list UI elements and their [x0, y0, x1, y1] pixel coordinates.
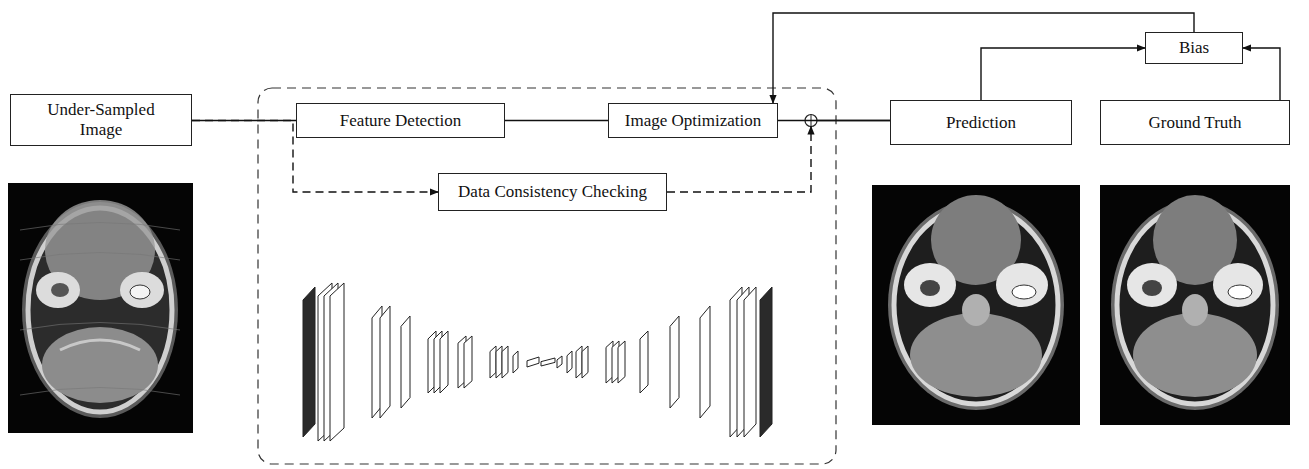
layer-slab	[670, 316, 679, 408]
connector	[505, 120, 608, 121]
connector-line	[1243, 48, 1280, 100]
input-box: Under-Sampled Image	[10, 94, 192, 146]
connector-line	[505, 120, 608, 121]
connector	[981, 48, 1145, 100]
node-label: Under-Sampled Image	[39, 100, 164, 139]
layer-slab	[502, 346, 508, 378]
layer-slab	[527, 357, 539, 367]
layer-slab	[567, 351, 572, 373]
layer-slab	[582, 346, 588, 378]
connector-line	[778, 120, 890, 121]
layer-slab	[330, 283, 344, 441]
output-box: Ground Truth	[1100, 100, 1290, 145]
layer-slab	[760, 287, 772, 437]
connector-line	[981, 48, 1145, 100]
layer-slab	[380, 306, 390, 418]
layer-slab	[744, 287, 756, 437]
layer-slab	[464, 336, 472, 388]
layer-slab	[618, 341, 625, 383]
node-label: Data Consistency Checking	[458, 182, 647, 202]
mri-prediction	[872, 185, 1080, 425]
mri-ground-truth	[1100, 185, 1290, 425]
layer-slab	[513, 351, 518, 373]
node-label: Feature Detection	[340, 111, 461, 131]
loss-box: Bias	[1145, 32, 1243, 64]
connector	[1243, 48, 1280, 100]
process-box: Data Consistency Checking	[438, 173, 667, 211]
connector	[773, 13, 1194, 103]
layer-slab	[700, 306, 710, 418]
output-box: Prediction	[890, 100, 1072, 145]
layer-slab	[401, 316, 410, 408]
layer-slab	[576, 346, 582, 378]
layer-slab	[490, 346, 496, 378]
layer-slab	[440, 331, 448, 393]
network-illustration	[303, 283, 772, 441]
layer-slab	[640, 331, 648, 393]
connector-line	[773, 13, 1194, 103]
layer-slab	[557, 356, 562, 368]
node-label: Prediction	[946, 113, 1016, 133]
layer-slab	[496, 346, 502, 378]
node-label: Ground Truth	[1148, 113, 1241, 133]
node-label: Image Optimization	[625, 111, 761, 131]
mri-undersampled	[8, 183, 193, 433]
dashed-region	[258, 88, 836, 464]
layer-slab	[541, 358, 555, 366]
layer-slab	[303, 287, 315, 437]
process-box: Image Optimization	[608, 103, 778, 138]
node-label: Bias	[1179, 38, 1209, 58]
connector-line	[817, 120, 890, 121]
process-box: Feature Detection	[296, 103, 505, 138]
connector	[778, 120, 890, 121]
